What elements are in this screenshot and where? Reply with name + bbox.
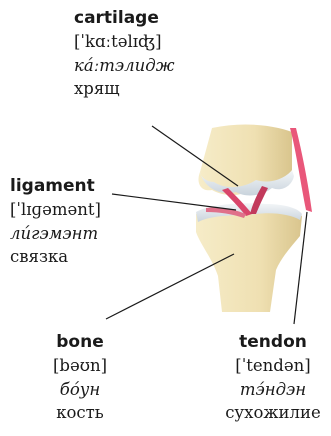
bone-label: bone [bəʊn] бóун кость [35,334,125,422]
tendon-ipa: [ˈtendən] [220,358,326,375]
cartilage-transcription: кáːтэлидж [74,58,174,75]
cartilage-ipa: [ˈkɑːtəlɪʤ] [74,34,174,51]
cartilage-translation: хрящ [74,81,174,98]
cartilage-label: cartilage [ˈkɑːtəlɪʤ] кáːтэлидж хрящ [74,10,174,98]
bone-leader-line [106,254,234,319]
ligament-leader-line [112,194,236,210]
ligament-transcription: лúгэмэнт [10,226,101,243]
cartilage-term: cartilage [74,10,174,27]
ligament-translation: связка [10,249,101,266]
tendon-transcription: тэ́ндэн [220,382,326,399]
tendon-term: tendon [220,334,326,351]
bone-translation: кость [35,405,125,422]
ligament-term: ligament [10,178,101,195]
bone-ipa: [bəʊn] [35,358,125,375]
bone-term: bone [35,334,125,351]
tibia-shape [196,205,302,312]
tendon-translation: сухожилие [220,405,326,422]
ligament-ipa: [ˈlɪɡəmənt] [10,202,101,219]
bone-transcription: бóун [35,382,125,399]
tendon-label: tendon [ˈtendən] тэ́ндэн сухожилие [220,334,326,422]
ligament-label: ligament [ˈlɪɡəmənt] лúгэмэнт связка [10,178,101,266]
tendon-shape [290,128,312,212]
